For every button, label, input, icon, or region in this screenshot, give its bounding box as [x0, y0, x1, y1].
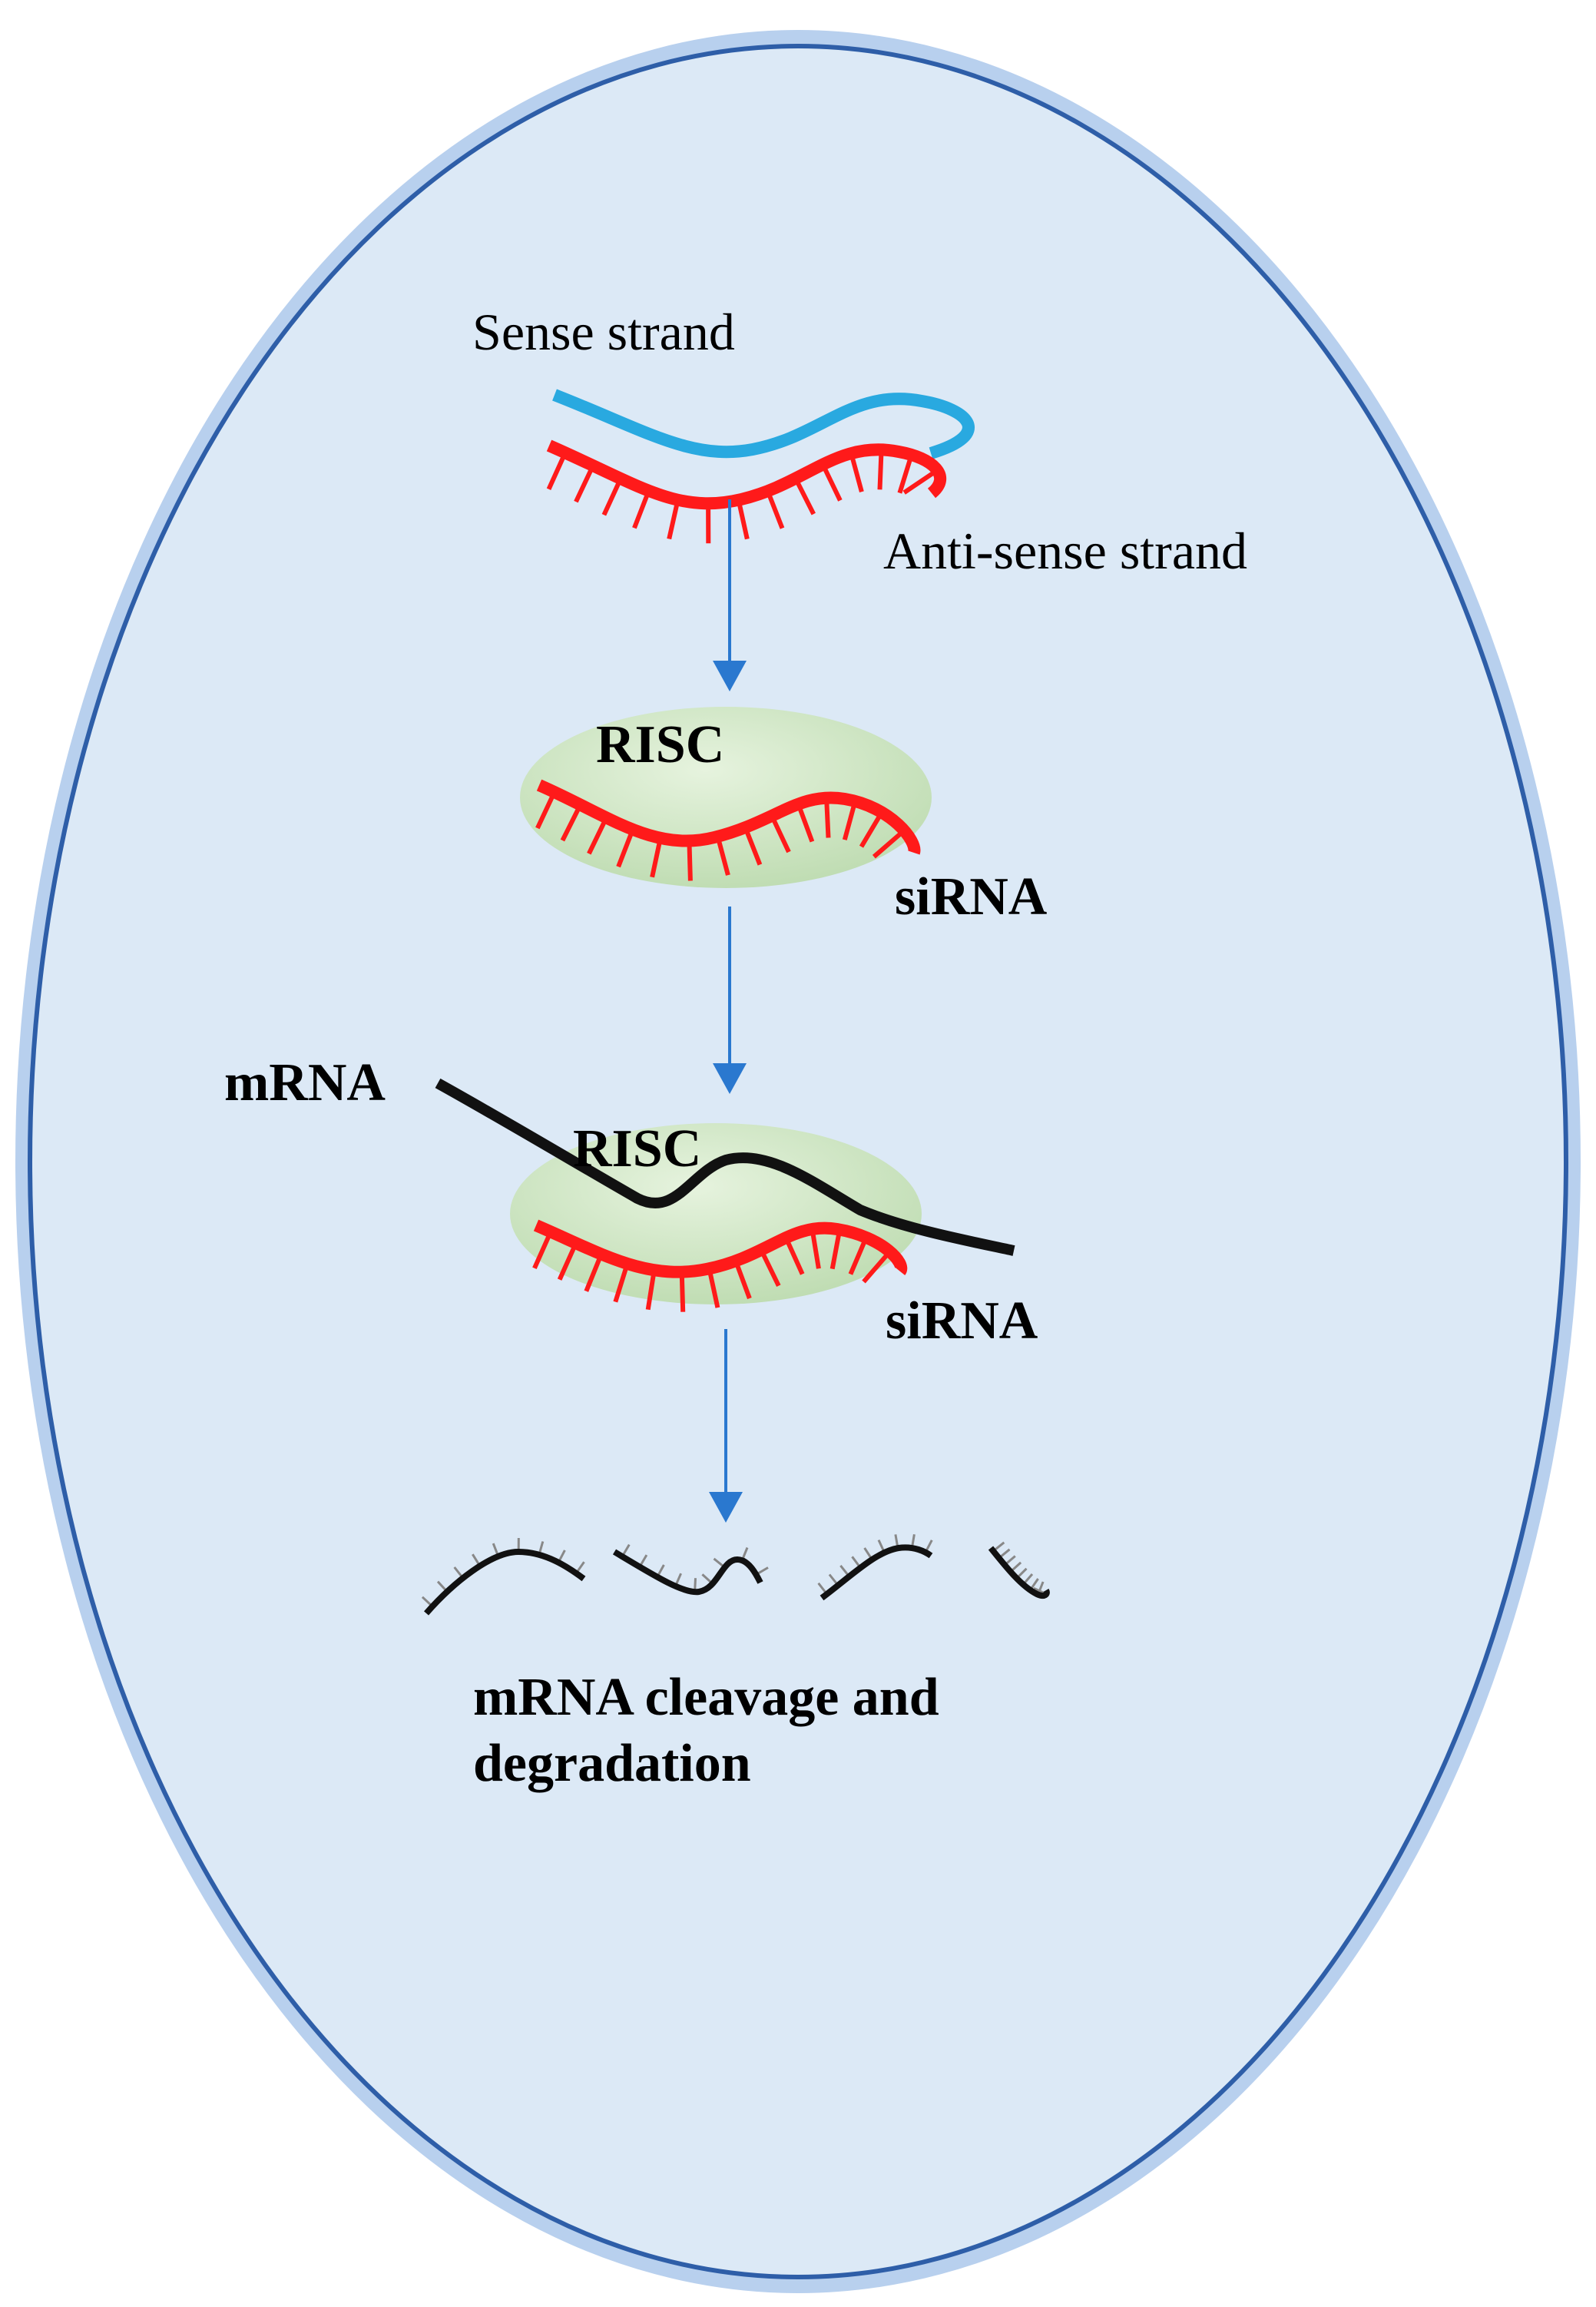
double-stranded-sirna	[546, 389, 975, 544]
risc-label-1: RISC	[596, 715, 724, 774]
mrna-fragment-4	[988, 1546, 1050, 1599]
risc-sirna-complex	[520, 707, 932, 888]
outcome-label-line-1: mRNA cleavage and	[473, 1668, 939, 1727]
arrow-2	[713, 907, 747, 1094]
sirna-rungs	[535, 791, 906, 881]
sense-strand-label: Sense strand	[472, 303, 735, 361]
sirna-label-2: siRNA	[886, 1291, 1038, 1351]
mrna-label: mRNA	[224, 1053, 386, 1112]
risc-body	[520, 707, 932, 888]
sirna-rungs	[532, 1228, 892, 1312]
sense-strand-line	[552, 389, 975, 459]
cell-glow	[15, 30, 1581, 2293]
mrna-strand-line	[435, 1078, 1015, 1256]
base-pair-rungs	[546, 449, 939, 544]
mrna-fragments	[421, 1534, 1050, 1616]
antisense-strand-label: Anti-sense strand	[883, 522, 1247, 580]
mrna-fragment-2	[612, 1549, 763, 1596]
mrna-fragment-1	[423, 1548, 586, 1616]
sirna-strand-line	[536, 779, 921, 855]
sirna-strand-line	[533, 1219, 908, 1278]
arrow-1	[713, 499, 747, 691]
antisense-strand-line	[546, 439, 947, 510]
risc-label-2: RISC	[573, 1119, 701, 1178]
sirna-label-1: siRNA	[895, 867, 1048, 926]
fragment-ticks	[421, 1534, 1047, 1608]
risc-mrna-binding	[435, 1078, 1015, 1312]
outcome-label-line-2: degradation	[473, 1734, 751, 1793]
arrow-3	[709, 1329, 743, 1523]
mrna-fragment-3	[820, 1544, 933, 1601]
